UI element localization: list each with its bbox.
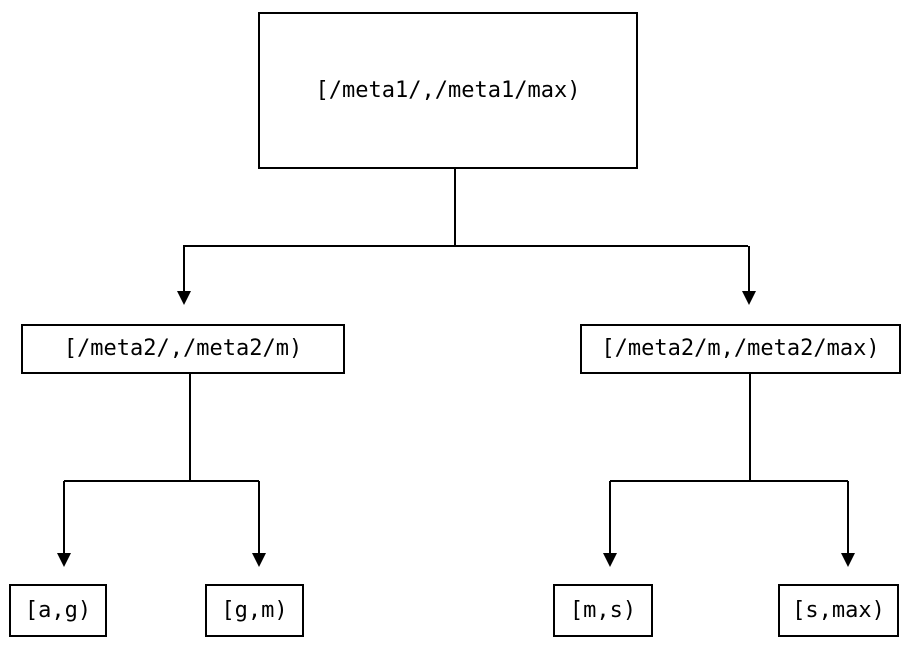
node-root-label: [/meta1/,/meta1/max) [315,77,581,103]
node-leaf-g-m-label: [g,m) [221,597,288,623]
node-mid-right[interactable]: [/meta2/m,/meta2/max) [580,324,901,374]
node-leaf-g-m[interactable]: [g,m) [205,584,304,637]
node-mid-left-label: [/meta2/,/meta2/m) [63,336,303,361]
node-mid-right-label: [/meta2/m,/meta2/max) [601,336,880,361]
arrowhead-to-leaf-1 [57,553,71,567]
arrowhead-to-leaf-2 [252,553,266,567]
node-leaf-m-s[interactable]: [m,s) [553,584,653,637]
arrowhead-to-leaf-3 [603,553,617,567]
node-leaf-m-s-label: [m,s) [569,597,637,623]
arrowhead-to-leaf-4 [841,553,855,567]
node-mid-left[interactable]: [/meta2/,/meta2/m) [21,324,345,374]
node-leaf-s-max-label: [s,max) [792,597,885,623]
node-leaf-s-max[interactable]: [s,max) [778,584,899,637]
node-leaf-a-g-label: [a,g) [24,597,92,623]
arrowhead-to-mid-right [742,291,756,305]
node-root[interactable]: [/meta1/,/meta1/max) [258,12,638,169]
arrowhead-to-mid-left [177,291,191,305]
node-leaf-a-g[interactable]: [a,g) [9,584,107,637]
